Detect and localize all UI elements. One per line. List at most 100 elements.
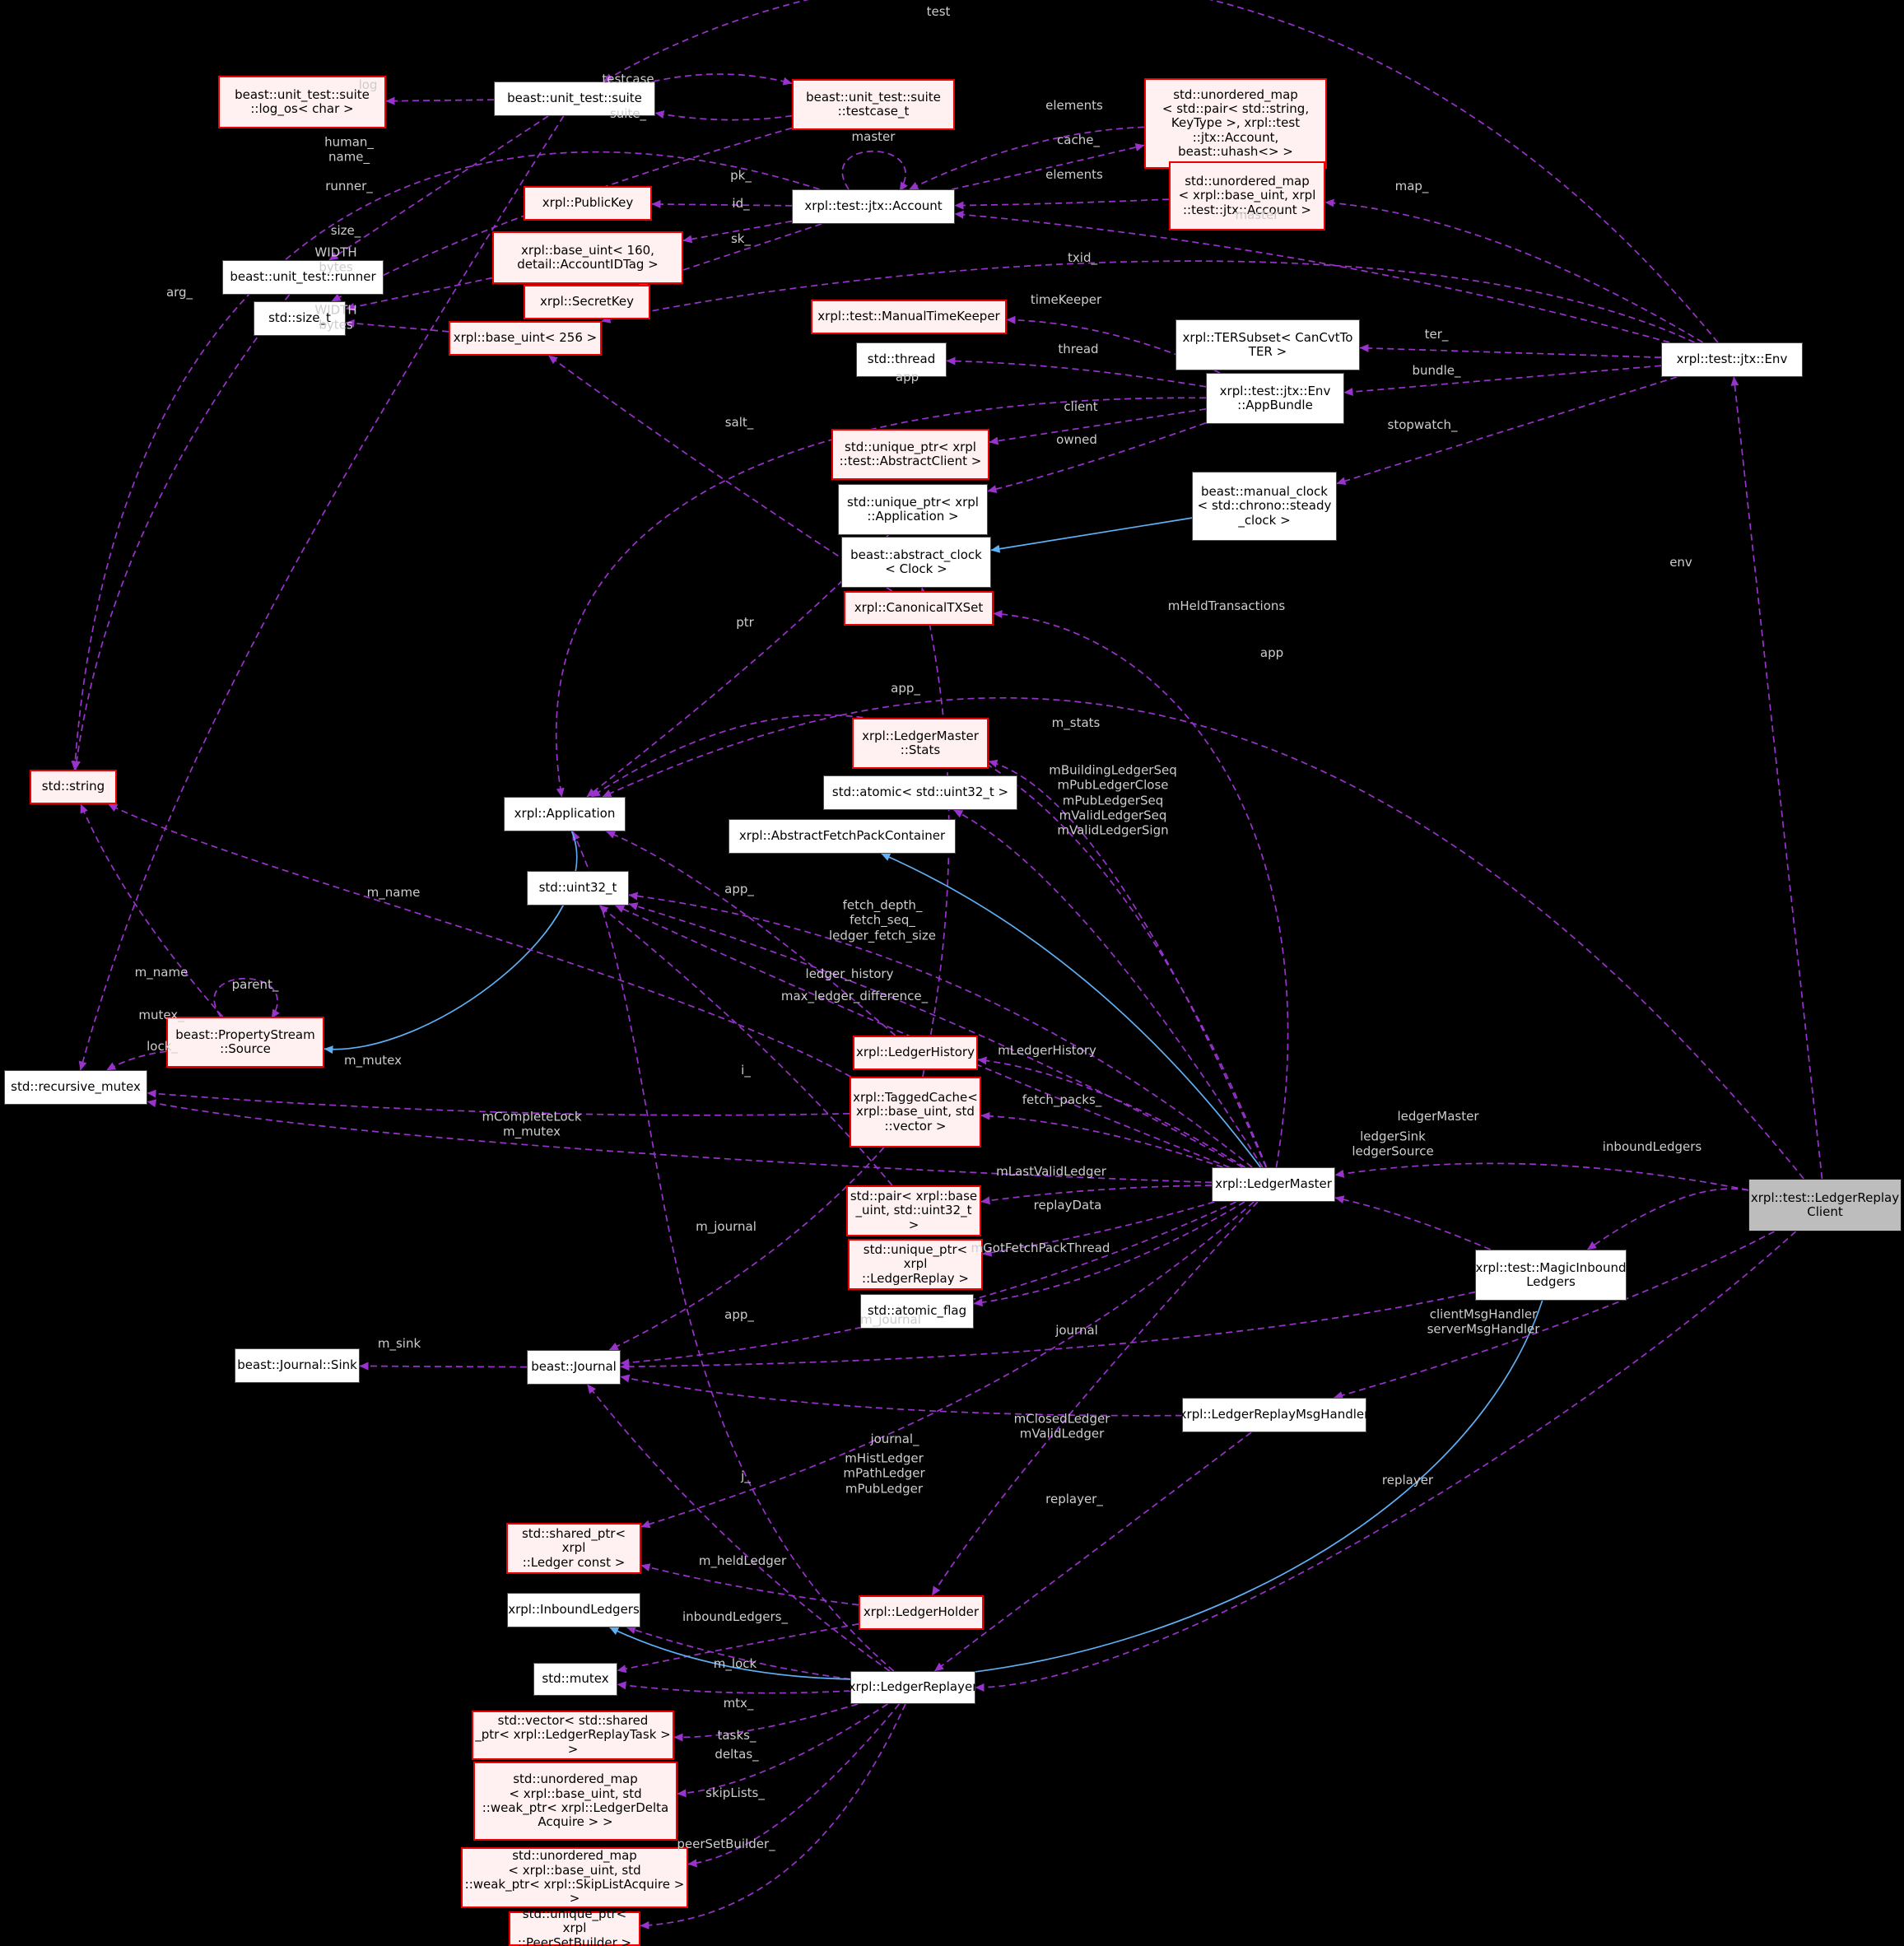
edge-ledgermaster-atomic32 [953, 809, 1264, 1168]
node-publickey[interactable]: xrpl::PublicKey [524, 186, 652, 221]
edge-replayer-inbound [626, 1626, 851, 1680]
edge-pssource-stdstring [80, 803, 224, 1017]
node-afpc[interactable]: xrpl::AbstractFetchPackContainer [729, 819, 956, 854]
node-taggedcache[interactable]: xrpl::TaggedCache< xrpl::base_uint, std … [850, 1077, 981, 1148]
edge-application-pssource [324, 831, 578, 1054]
edge-replayer-vectasks [673, 1703, 859, 1742]
node-runner[interactable]: beast::unit_test::runner [222, 260, 384, 295]
edge-manualclock-absclock [990, 517, 1193, 553]
edge-suite-testcase [653, 73, 793, 86]
node-sptr-ledger[interactable]: std::shared_ptr< xrpl ::Ledger const > [506, 1523, 641, 1574]
edge-lrclient-env [1730, 376, 1823, 1180]
node-appbundle[interactable]: xrpl::test::jtx::Env ::AppBundle [1206, 373, 1344, 424]
edge-suite-recmutex [78, 115, 565, 1071]
edge-ledgermaster-ledgerhistory [977, 1056, 1245, 1168]
node-inbound[interactable]: xrpl::InboundLedgers [507, 1593, 640, 1627]
edge-ctxset-uint256 [547, 355, 893, 592]
node-uint256[interactable]: xrpl::base_uint< 256 > [449, 321, 602, 356]
edge-account-umap_pair [952, 142, 1145, 190]
edge-magic-ledgermaster [1334, 1195, 1492, 1250]
edge-ledgermaster-recmutex [147, 1099, 1213, 1184]
node-mtk[interactable]: xrpl::test::ManualTimeKeeper [811, 300, 1007, 334]
edge-ledgermaster-pairb32 [980, 1185, 1213, 1205]
node-uptr-peerset[interactable]: std::unique_ptr< xrpl ::PeerSetBuilder > [509, 1906, 640, 1946]
edge-ledgermaster-atomicflag [973, 1201, 1245, 1307]
edge-lrclient-ledgermaster [1334, 1162, 1749, 1191]
edge-env-manualclock [1336, 376, 1678, 486]
node-testcase[interactable]: beast::unit_test::suite ::testcase_t [792, 79, 955, 130]
node-mutex[interactable]: std::mutex [533, 1663, 617, 1696]
edge-ledgermaster-uint32 [615, 905, 1230, 1168]
node-uint32[interactable]: std::uint32_t [527, 871, 629, 905]
node-recmutex[interactable]: std::recursive_mutex [4, 1070, 147, 1105]
edge-account-self [841, 150, 908, 192]
edge-ledgermaster-lmstats [988, 759, 1267, 1168]
edge-account-publickey [651, 200, 793, 209]
edge-env-appbundle [1343, 365, 1662, 396]
node-msghandler[interactable]: xrpl::LedgerReplayMsgHandler [1180, 1398, 1369, 1432]
edge-umap_acct-account [954, 198, 1170, 210]
node-pairb32[interactable]: std::pair< xrpl::base _uint, std::uint32… [846, 1185, 981, 1236]
node-umap-skip[interactable]: std::unordered_map < xrpl::base_uint, st… [461, 1847, 688, 1908]
edge-runner-stdstring [72, 294, 291, 770]
edge-pssource-recmutex [106, 1050, 167, 1071]
node-vectasks[interactable]: std::vector< std::shared _ptr< xrpl::Led… [472, 1711, 674, 1760]
node-umap-pair[interactable]: std::unordered_map < std::pair< std::str… [1144, 78, 1327, 169]
node-replayer[interactable]: xrpl::LedgerReplayer [849, 1671, 977, 1704]
node-thread[interactable]: std::thread [856, 342, 947, 377]
node-uptr-client[interactable]: std::unique_ptr< xrpl ::test::AbstractCl… [831, 429, 989, 480]
node-manualclock[interactable]: beast::manual_clock < std::chrono::stead… [1192, 472, 1337, 541]
node-atomicflag[interactable]: std::atomic_flag [860, 1294, 974, 1329]
edge-replayer-umap_delta [677, 1703, 888, 1798]
node-journal[interactable]: beast::Journal [527, 1350, 621, 1385]
node-magic[interactable]: xrpl::test::MagicInbound Ledgers [1475, 1250, 1627, 1301]
node-pssource[interactable]: beast::PropertyStream ::Source [166, 1017, 324, 1068]
edge-appbundle-uptr_app [987, 421, 1207, 493]
edge-env-uint256 [601, 260, 1695, 343]
node-absclock[interactable]: beast::abstract_clock < Clock > [841, 537, 991, 588]
edge-replayer-umap_skip [687, 1703, 901, 1868]
node-uptr-app[interactable]: std::unique_ptr< xrpl ::Application > [838, 484, 988, 535]
edge-account-uint160 [682, 220, 793, 244]
node-env[interactable]: xrpl::test::jtx::Env [1661, 342, 1803, 377]
edge-lrclient-msghandler [1334, 1231, 1775, 1399]
edge-replayer-mutex [617, 1681, 851, 1694]
node-ledgerhistory[interactable]: xrpl::LedgerHistory [853, 1036, 978, 1070]
node-umap-delta[interactable]: std::unordered_map < xrpl::base_uint, st… [473, 1762, 677, 1841]
edge-ledgermaster-afpc [881, 853, 1261, 1168]
edge-lrclient-application [602, 696, 1804, 1180]
edge-taggedcache-journal [608, 1147, 885, 1351]
node-holder[interactable]: xrpl::LedgerHolder [859, 1595, 984, 1630]
edge-magic-inbound [609, 1300, 1543, 1680]
edge-appbundle-mtk [1006, 315, 1221, 374]
node-application[interactable]: xrpl::Application [504, 797, 626, 831]
node-account[interactable]: xrpl::test::jtx::Account [792, 189, 955, 224]
node-ctxset[interactable]: xrpl::CanonicalTXSet [844, 591, 994, 626]
edge-magic-journal [620, 1291, 1476, 1371]
node-sink[interactable]: beast::Journal::Sink [235, 1348, 360, 1383]
node-umap-acct[interactable]: std::unordered_map < xrpl::base_uint, xr… [1169, 161, 1325, 230]
node-ledgermaster[interactable]: xrpl::LedgerMaster [1212, 1167, 1335, 1202]
edge-lrclient-replayer [975, 1231, 1797, 1692]
node-stdstring[interactable]: std::string [30, 770, 117, 804]
node-logos[interactable]: beast::unit_test::suite ::log_os< char > [218, 76, 386, 128]
edge-env-suite [603, 0, 1719, 343]
node-sizet[interactable]: std::size_t [254, 301, 346, 336]
edge-ledgerhistory-application [606, 831, 896, 1036]
edge-appbundle-application [555, 397, 1207, 798]
node-suite[interactable]: beast::unit_test::suite [494, 81, 655, 116]
edge-ledgermaster-ctxset [993, 610, 1289, 1168]
node-uint160[interactable]: xrpl::base_uint< 160, detail::AccountIDT… [492, 231, 683, 284]
edge-ledgermaster-uptr_replay [982, 1201, 1215, 1257]
node-lmstats[interactable]: xrpl::LedgerMaster ::Stats [852, 718, 989, 769]
node-atomic32[interactable]: std::atomic< std::uint32_t > [823, 775, 1017, 810]
edge-msghandler-replayer [934, 1432, 1252, 1672]
node-uptr-replay[interactable]: std::unique_ptr< xrpl ::LedgerReplay > [848, 1239, 983, 1290]
node-secretkey[interactable]: xrpl::SecretKey [524, 285, 650, 319]
edge-msghandler-journal [620, 1374, 1183, 1417]
node-lrclient[interactable]: xrpl::test::LedgerReplay Client [1748, 1179, 1902, 1231]
node-ter[interactable]: xrpl::TERSubset< CanCvtTo TER > [1175, 319, 1360, 370]
edge-pairb32-uint32 [598, 905, 893, 1186]
